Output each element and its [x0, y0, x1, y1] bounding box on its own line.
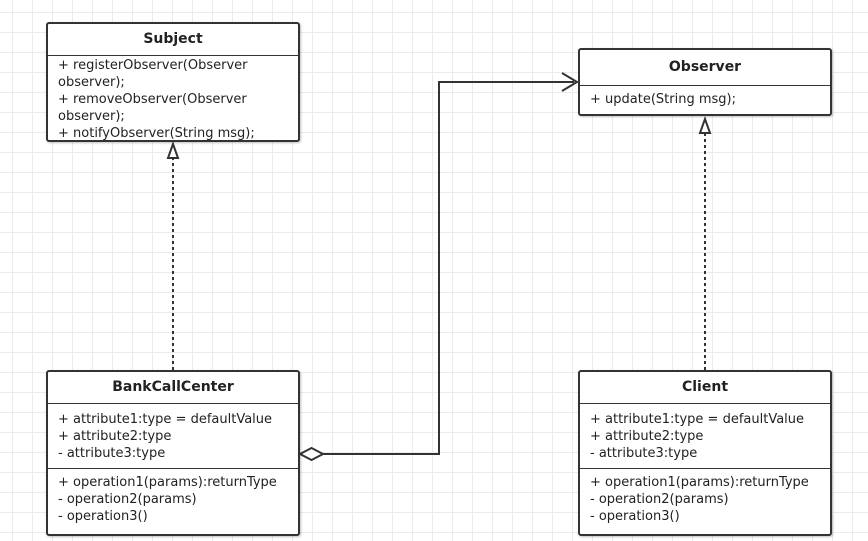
realization-subject-arrowhead	[166, 141, 180, 159]
operation-line: + removeObserver(Observer observer);	[58, 92, 247, 124]
class-subject-operations: + registerObserver(Observer observer); +…	[48, 56, 298, 144]
class-bankcallcenter-operations: + operation1(params):returnType - operat…	[48, 468, 298, 527]
aggregation-bankcallcenter-observer-line[interactable]	[323, 81, 574, 455]
class-bankcallcenter-title: BankCallCenter	[48, 372, 298, 404]
operation-line: + update(String msg);	[590, 92, 736, 107]
aggregation-diamond	[297, 446, 326, 462]
realization-observer-arrowhead	[698, 116, 712, 134]
class-bankcallcenter-attributes: + attribute1:type = defaultValue + attri…	[48, 404, 298, 468]
operation-line: + operation1(params):returnType	[58, 475, 277, 490]
class-observer-title: Observer	[580, 50, 830, 86]
operation-line: + notifyObserver(String msg);	[58, 126, 255, 141]
attribute-line: + attribute2:type	[590, 429, 704, 444]
class-client-operations: + operation1(params):returnType - operat…	[580, 468, 830, 527]
operation-line: - operation3()	[58, 509, 148, 524]
attribute-line: - attribute3:type	[58, 446, 166, 461]
class-client[interactable]: Client + attribute1:type = defaultValue …	[578, 370, 832, 536]
operation-line: - operation2(params)	[58, 492, 197, 507]
class-client-title: Client	[580, 372, 830, 404]
class-subject-title: Subject	[48, 24, 298, 56]
aggregation-open-arrowhead	[561, 72, 579, 92]
attribute-line: + attribute1:type = defaultValue	[58, 412, 273, 427]
operation-line: + registerObserver(Observer observer);	[58, 58, 248, 90]
operation-line: + operation1(params):returnType	[590, 475, 809, 490]
class-observer[interactable]: Observer + update(String msg);	[578, 48, 832, 116]
attribute-line: + attribute1:type = defaultValue	[590, 412, 805, 427]
attribute-line: - attribute3:type	[590, 446, 698, 461]
class-bankcallcenter[interactable]: BankCallCenter + attribute1:type = defau…	[46, 370, 300, 536]
operation-line: - operation3()	[590, 509, 680, 524]
attribute-line: + attribute2:type	[58, 429, 172, 444]
class-observer-operations: + update(String msg);	[580, 86, 830, 110]
class-client-attributes: + attribute1:type = defaultValue + attri…	[580, 404, 830, 468]
operation-line: - operation2(params)	[590, 492, 729, 507]
class-subject[interactable]: Subject + registerObserver(Observer obse…	[46, 22, 300, 142]
